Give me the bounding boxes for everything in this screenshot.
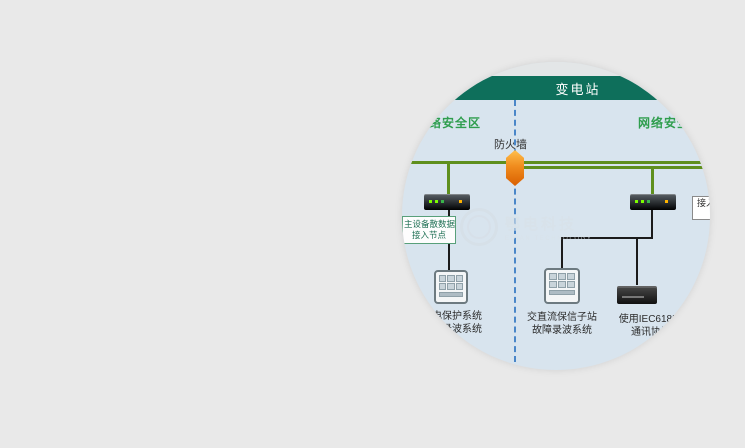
connector-line (561, 237, 653, 239)
caption-middle: 交直流保信子站 故障录波系统 (497, 311, 627, 337)
relay-panel-slot (439, 292, 463, 297)
caption-right-line1: 使用IEC61850 (618, 314, 684, 325)
caption-left-line2: 故障录波系统 (422, 324, 482, 335)
caption-left: 继电保护系统 故障录波系统 (402, 310, 517, 336)
substation-banner-title: 变电站 (555, 81, 601, 97)
connector-line (636, 238, 638, 285)
caption-right: 使用IEC61850 通讯协议 (586, 313, 710, 339)
bus-drop-left (447, 162, 450, 194)
watermark-cn: 鄂电科技 (505, 215, 578, 233)
caption-middle-line2: 故障录波系统 (532, 325, 592, 336)
watermark-logo-icon (460, 208, 498, 246)
recorder-device-icon (617, 286, 657, 304)
connector-line (561, 238, 563, 269)
relay-panel-grid (439, 275, 463, 290)
firewall-label: 防火墙 (494, 139, 527, 151)
circle-top-cap (402, 62, 710, 76)
access-node-label: 主设备散数据 接入节点 (402, 216, 456, 244)
switch-icon-right (630, 194, 676, 210)
clipped-edge-label: 接入节点 (692, 196, 710, 220)
access-node-label-line2: 接入节点 (411, 230, 446, 240)
caption-middle-line1: 交直流保信子站 (527, 312, 597, 323)
network-bus-line (402, 161, 710, 164)
relay-panel-slot (549, 290, 575, 295)
relay-panel-icon-left (434, 270, 468, 304)
connector-line (651, 210, 653, 238)
zone-label-right: 网络安全区 (638, 116, 704, 130)
relay-panel-icon-middle (544, 268, 580, 304)
caption-right-line2: 通讯协议 (631, 327, 671, 338)
substation-diagram-circle: 变电站 网络安全区 网络安全区 防火墙 主设备散数据 接入节点 接入节点 (402, 62, 710, 370)
relay-panel-grid (549, 273, 575, 288)
substation-banner: 变电站 (402, 76, 710, 100)
network-bus-line-right (516, 166, 710, 169)
zone-label-left: 网络安全区 (416, 116, 482, 130)
bus-drop-right (651, 167, 654, 195)
firewall-icon (506, 150, 524, 186)
caption-left-line1: 继电保护系统 (422, 311, 482, 322)
watermark: 鄂电科技 EDIAN TECHNOLOGY (460, 208, 593, 246)
switch-icon-left (424, 194, 470, 210)
zone-divider-dashed-line (514, 100, 516, 362)
access-node-label-line1: 主设备散数据 (404, 219, 456, 229)
